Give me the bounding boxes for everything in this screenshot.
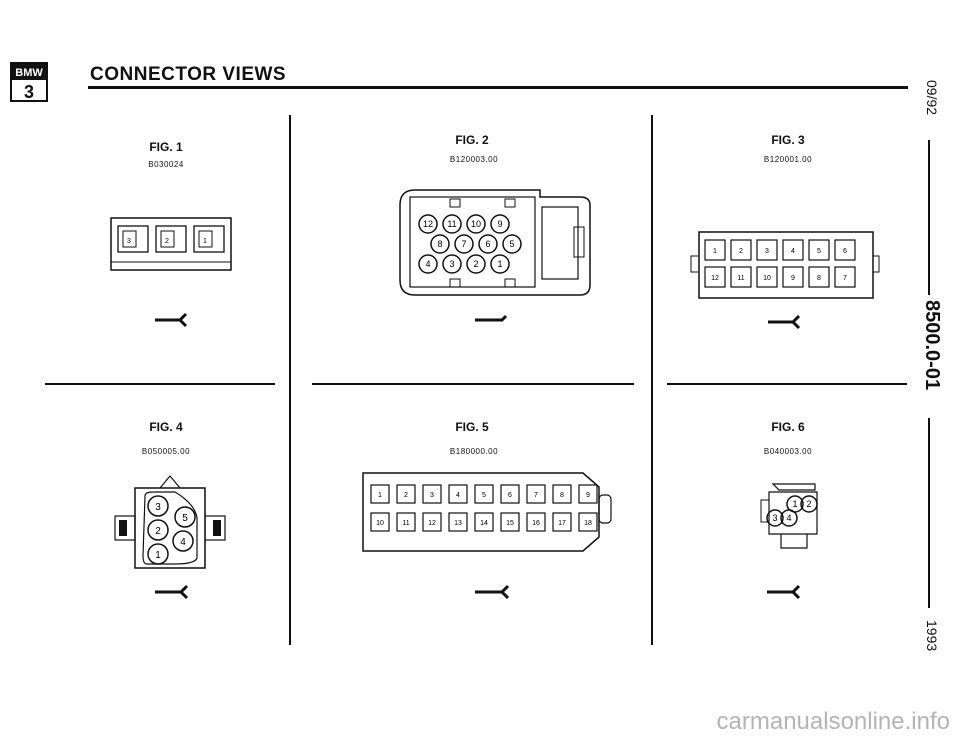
fig3-pin: 9 <box>791 275 795 282</box>
fig2-pin: 7 <box>461 239 466 249</box>
fig4-wire-symbol <box>155 584 189 600</box>
fig2-pin: 6 <box>485 239 490 249</box>
fig5-pin: 16 <box>532 520 540 527</box>
fig4-pin: 3 <box>155 502 161 513</box>
fig4-pin: 2 <box>155 526 161 537</box>
fig3-label: FIG. 3 <box>771 133 805 147</box>
fig6-pin: 4 <box>786 513 791 523</box>
fig1-pin: 2 <box>165 238 169 245</box>
fig5-pin: 5 <box>482 492 486 499</box>
watermark: carmanualsonline.info <box>716 708 950 735</box>
fig3-pin: 8 <box>817 275 821 282</box>
fig3-wire-symbol <box>768 314 801 330</box>
fig2-pin: 2 <box>473 259 478 269</box>
fig5-wire-symbol <box>475 584 510 600</box>
row-divider-right <box>667 383 907 385</box>
fig3-pin: 6 <box>843 248 847 255</box>
fig2-label: FIG. 2 <box>455 133 489 147</box>
fig6-label: FIG. 6 <box>771 420 805 434</box>
fig5-pin: 14 <box>480 520 488 527</box>
fig3-pin: 10 <box>763 275 771 282</box>
fig5-pin: 1 <box>378 492 382 499</box>
fig3-pin: 1 <box>713 248 717 255</box>
fig2-connector-drawing: 12 11 10 9 8 7 6 5 4 3 2 1 <box>399 189 591 322</box>
fig4-label: FIG. 4 <box>149 420 183 434</box>
fig3-code: B120001.00 <box>763 155 813 164</box>
fig5-pin: 4 <box>456 492 460 499</box>
fig2-pin: 11 <box>447 219 456 229</box>
side-section: 8500.0-01 <box>921 300 943 391</box>
badge-bottom-text: 3 <box>24 82 34 102</box>
fig4-connector-drawing: 3 5 2 4 1 <box>114 475 226 600</box>
fig5-code: B180000.00 <box>449 447 499 456</box>
fig2-wire-symbol <box>475 314 508 322</box>
column-divider-left <box>289 115 291 645</box>
fig5-connector-drawing: 1 2 3 4 5 6 7 8 9 10 11 12 13 14 15 16 1… <box>362 472 612 600</box>
fig1-code: B030024 <box>148 160 184 169</box>
fig6-pin: 3 <box>772 513 777 523</box>
fig3-pin: 7 <box>843 275 847 282</box>
fig2-pin: 5 <box>509 239 514 249</box>
fig5-pin: 11 <box>402 520 409 527</box>
fig1-connector-drawing: 3 2 1 <box>110 217 232 328</box>
fig5-pin: 8 <box>560 492 564 499</box>
side-date: 09/92 <box>924 80 940 116</box>
fig2-pin: 1 <box>497 259 502 269</box>
fig2-pin: 9 <box>497 219 502 229</box>
row-divider-left <box>45 383 275 385</box>
fig1-pin: 3 <box>127 238 131 245</box>
title-rule <box>88 86 908 89</box>
page-title: CONNECTOR VIEWS <box>90 64 287 85</box>
fig6-pin: 1 <box>792 499 797 509</box>
fig3-pin: 11 <box>737 275 744 282</box>
fig3-pin: 2 <box>739 248 743 255</box>
side-rule-bottom <box>928 418 930 608</box>
fig6-connector-drawing: 1 2 3 4 <box>760 483 818 600</box>
fig3-pin: 5 <box>817 248 821 255</box>
fig4-code: B050005.00 <box>141 447 191 456</box>
fig2-pin: 3 <box>449 259 454 269</box>
fig5-pin: 3 <box>430 492 434 499</box>
fig5-pin: 15 <box>506 520 514 527</box>
badge-top-text: BMW <box>15 67 43 79</box>
fig3-pin: 12 <box>711 275 719 282</box>
fig5-pin: 12 <box>428 520 436 527</box>
fig5-pin: 10 <box>376 520 384 527</box>
fig1-pin: 1 <box>203 238 207 245</box>
fig4-pin: 5 <box>182 513 188 524</box>
fig6-wire-symbol <box>767 584 801 600</box>
fig2-pin: 8 <box>437 239 442 249</box>
fig5-pin: 9 <box>586 492 590 499</box>
fig6-code: B040003.00 <box>763 447 813 456</box>
fig1-wire-symbol <box>155 312 188 328</box>
fig5-pin: 17 <box>558 520 566 527</box>
fig2-pin: 10 <box>471 219 481 229</box>
fig2-pin: 12 <box>423 219 433 229</box>
fig2-code: B120003.00 <box>449 155 499 164</box>
side-rule-top <box>928 140 930 295</box>
fig3-pin: 4 <box>791 248 795 255</box>
fig5-pin: 13 <box>454 520 462 527</box>
fig5-pin: 2 <box>404 492 408 499</box>
fig1-label: FIG. 1 <box>149 140 183 154</box>
fig5-pin: 6 <box>508 492 512 499</box>
fig4-pin: 1 <box>155 550 161 561</box>
fig5-pin: 7 <box>534 492 538 499</box>
fig5-pin: 18 <box>584 520 592 527</box>
bmw-3-badge-logo: BMW 3 <box>10 62 48 102</box>
fig2-pin: 4 <box>425 259 430 269</box>
fig3-connector-drawing: 1 2 3 4 5 6 12 11 10 9 8 7 <box>690 231 880 330</box>
column-divider-right <box>651 115 653 645</box>
fig3-pin: 3 <box>765 248 769 255</box>
row-divider-middle <box>312 383 634 385</box>
side-year: 1993 <box>924 620 940 652</box>
fig4-pin: 4 <box>180 537 186 548</box>
fig6-pin: 2 <box>806 499 811 509</box>
fig5-label: FIG. 5 <box>455 420 489 434</box>
